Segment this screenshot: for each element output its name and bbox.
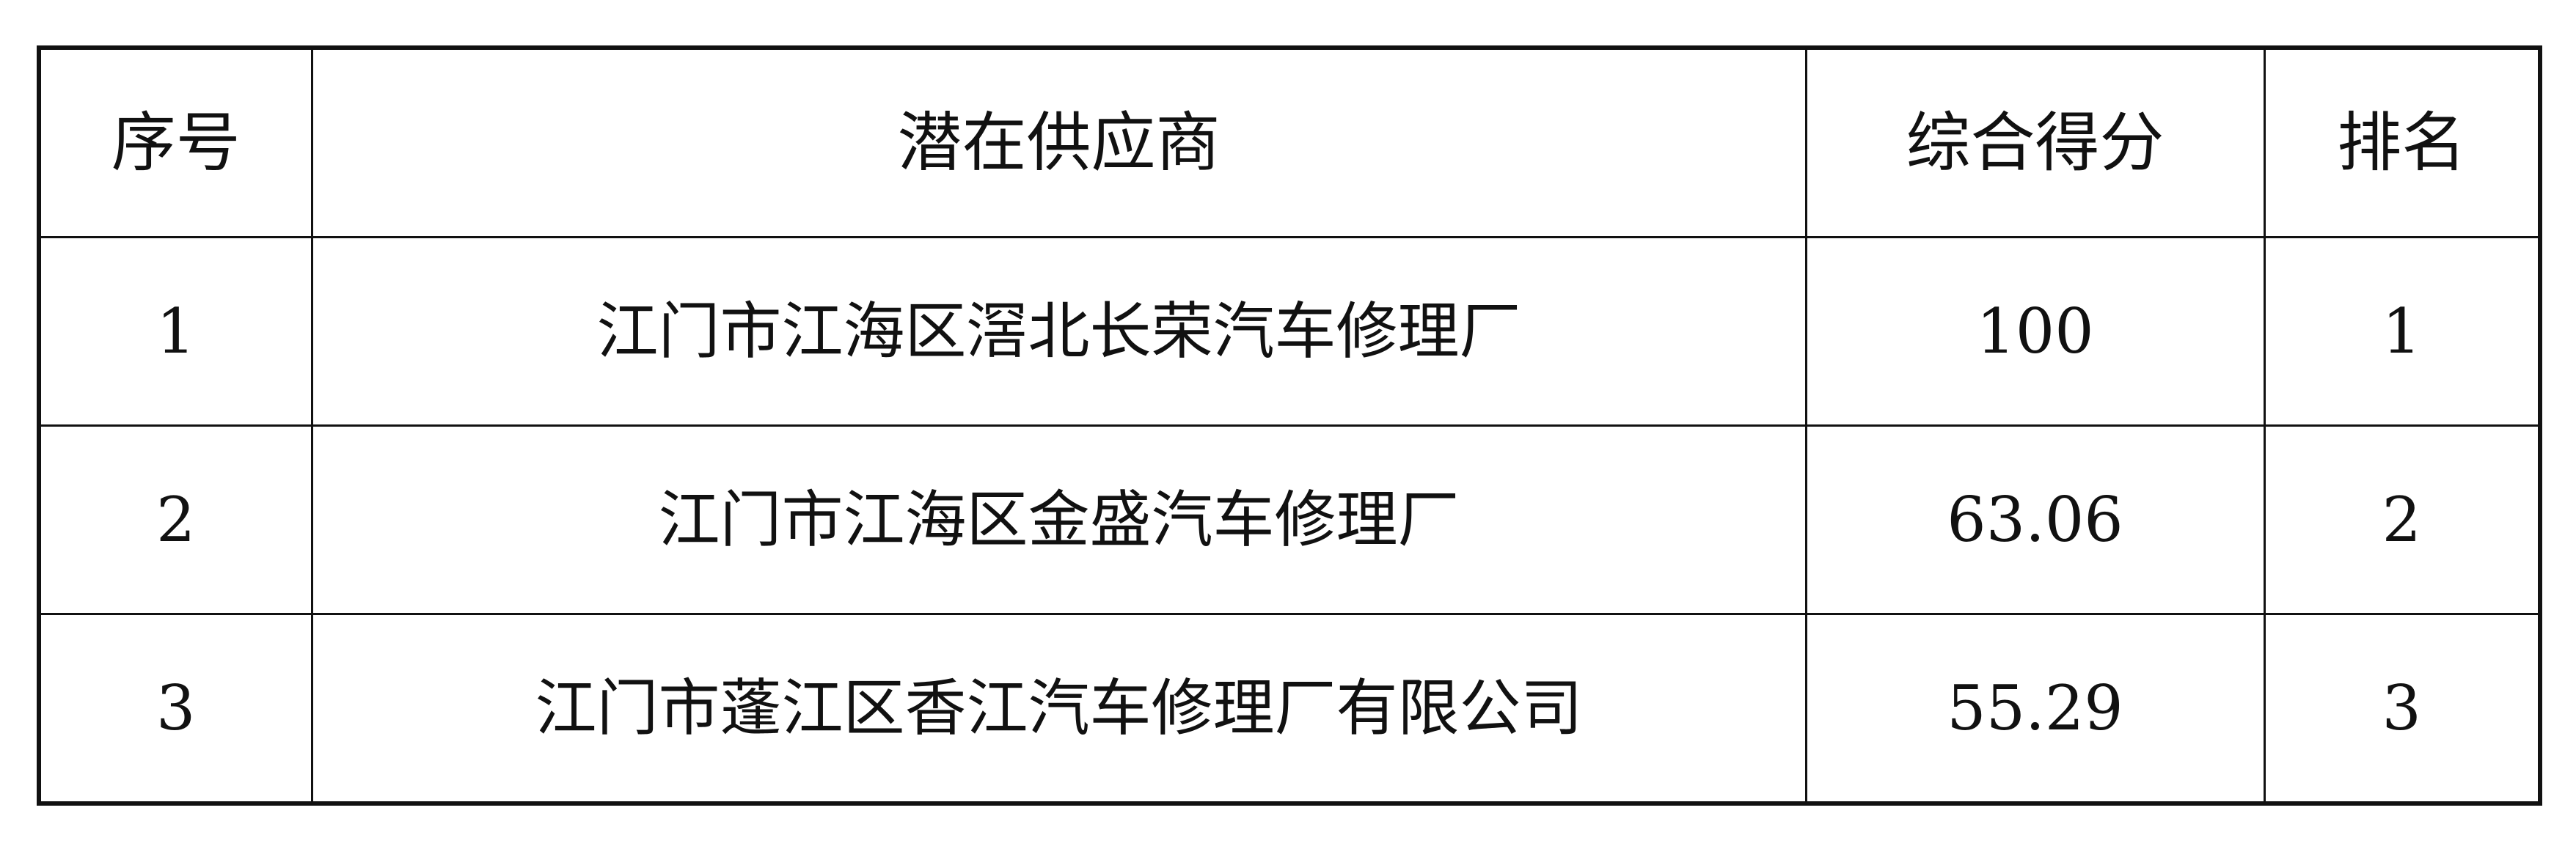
row-supplier: 江门市江海区金盛汽车修理厂 — [310, 424, 1807, 615]
row-index: 1 — [37, 236, 313, 427]
row-rank: 1 — [2263, 236, 2542, 427]
row-supplier: 江门市江海区滘北长荣汽车修理厂 — [310, 236, 1807, 427]
table-row: 3 江门市蓬江区香江汽车修理厂有限公司 55.29 3 — [37, 613, 2542, 805]
row-score: 55.29 — [1804, 613, 2266, 805]
header-supplier: 潜在供应商 — [310, 46, 1807, 238]
table-row: 2 江门市江海区金盛汽车修理厂 63.06 2 — [37, 424, 2542, 615]
row-rank: 3 — [2263, 613, 2542, 805]
row-supplier: 江门市蓬江区香江汽车修理厂有限公司 — [310, 613, 1807, 805]
header-index: 序号 — [37, 46, 313, 238]
header-rank: 排名 — [2263, 46, 2542, 238]
row-rank: 2 — [2263, 424, 2542, 615]
row-score: 63.06 — [1804, 424, 2266, 615]
row-index: 2 — [37, 424, 313, 615]
supplier-ranking-table: 序号 潜在供应商 综合得分 排名 1 江门市江海区滘北长荣汽车修理厂 100 1… — [37, 45, 2542, 806]
table-row: 1 江门市江海区滘北长荣汽车修理厂 100 1 — [37, 236, 2542, 427]
table-header-row: 序号 潜在供应商 综合得分 排名 — [37, 46, 2542, 238]
header-score: 综合得分 — [1804, 46, 2266, 238]
row-index: 3 — [37, 613, 313, 805]
row-score: 100 — [1804, 236, 2266, 427]
